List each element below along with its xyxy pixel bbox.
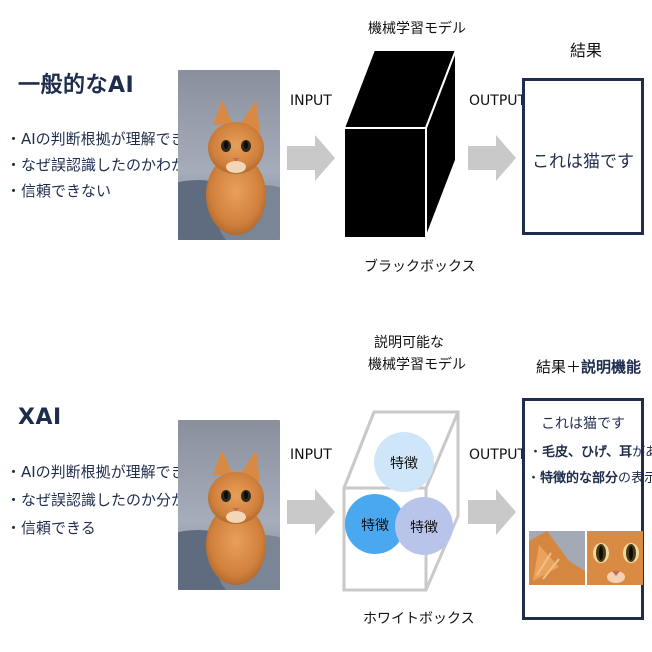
top-input-label: INPUT — [290, 93, 332, 109]
bottom-result-line1: これは猫です — [541, 416, 625, 432]
bottom-result-line2: ・毛皮、ひげ、耳がある — [529, 445, 652, 460]
bottom-model-label-2: 機械学習モデル — [368, 357, 466, 373]
top-bullet-3: ・信頼できない — [6, 182, 112, 200]
bottom-output-arrow — [468, 489, 516, 535]
bottom-bullet-3: ・信頼できる — [6, 519, 96, 537]
top-title: 一般的なAI — [18, 73, 135, 98]
top-output-arrow — [468, 135, 516, 181]
top-bullet-list: ・AIの判断根拠が理解できない ・なぜ誤認識したのかわからない ・信頼できない — [6, 126, 231, 204]
bottom-result-label: 結果＋説明機能 — [536, 356, 641, 377]
feature-label-right: 特徴 — [410, 520, 438, 536]
top-result-text: これは猫です — [532, 152, 634, 172]
feature-label-top: 特徴 — [390, 456, 418, 472]
cat-photo-input-top — [178, 70, 280, 240]
bottom-result-line3-bold: 特徴的な部分 — [540, 471, 619, 486]
top-bullet-2: ・なぜ誤認識したのかわからない — [6, 156, 232, 174]
top-output-label: OUTPUT — [469, 93, 527, 109]
black-box-label: ブラックボックス — [364, 259, 476, 275]
bottom-result-line2-bold: 毛皮、ひげ、耳 — [542, 445, 633, 460]
white-box-label: ホワイトボックス — [363, 611, 475, 627]
top-input-arrow — [287, 135, 335, 181]
bottom-bullet-1: ・AIの判断根拠が理解できる — [6, 463, 201, 481]
top-result-box: これは猫です — [522, 78, 644, 235]
bottom-title: XAI — [18, 405, 62, 430]
bottom-result-label-prefix: 結果＋ — [536, 358, 582, 376]
bottom-input-label: INPUT — [290, 447, 332, 463]
feature-circle-right — [395, 497, 453, 555]
bottom-result-label-bold: 説明機能 — [581, 358, 642, 376]
bottom-result-line3: ・特徴的な部分の表示： — [527, 471, 652, 486]
bottom-bullet-2: ・なぜ誤認識したのか分かる — [6, 491, 202, 509]
feature-circle-top — [374, 432, 434, 492]
feature-label-left: 特徴 — [361, 518, 389, 534]
bottom-output-label: OUTPUT — [469, 447, 527, 463]
feature-circle-left — [345, 494, 405, 554]
feature-crop-ear — [529, 531, 585, 585]
white-box-cube — [342, 410, 460, 592]
feature-crop-face — [587, 531, 643, 585]
cat-photo-input-bottom — [178, 420, 280, 590]
bottom-bullet-list: ・AIの判断根拠が理解できる ・なぜ誤認識したのか分かる ・信頼できる — [6, 458, 201, 542]
top-model-label: 機械学習モデル — [368, 21, 466, 37]
black-box-cube — [344, 50, 458, 238]
top-bullet-1: ・AIの判断根拠が理解できない — [6, 130, 216, 148]
bottom-result-box: これは猫です ・毛皮、ひげ、耳がある ・特徴的な部分の表示： — [522, 398, 652, 620]
top-result-label: 結果 — [570, 41, 603, 60]
bottom-input-arrow — [287, 489, 335, 535]
bottom-model-label-1: 説明可能な — [374, 335, 444, 351]
